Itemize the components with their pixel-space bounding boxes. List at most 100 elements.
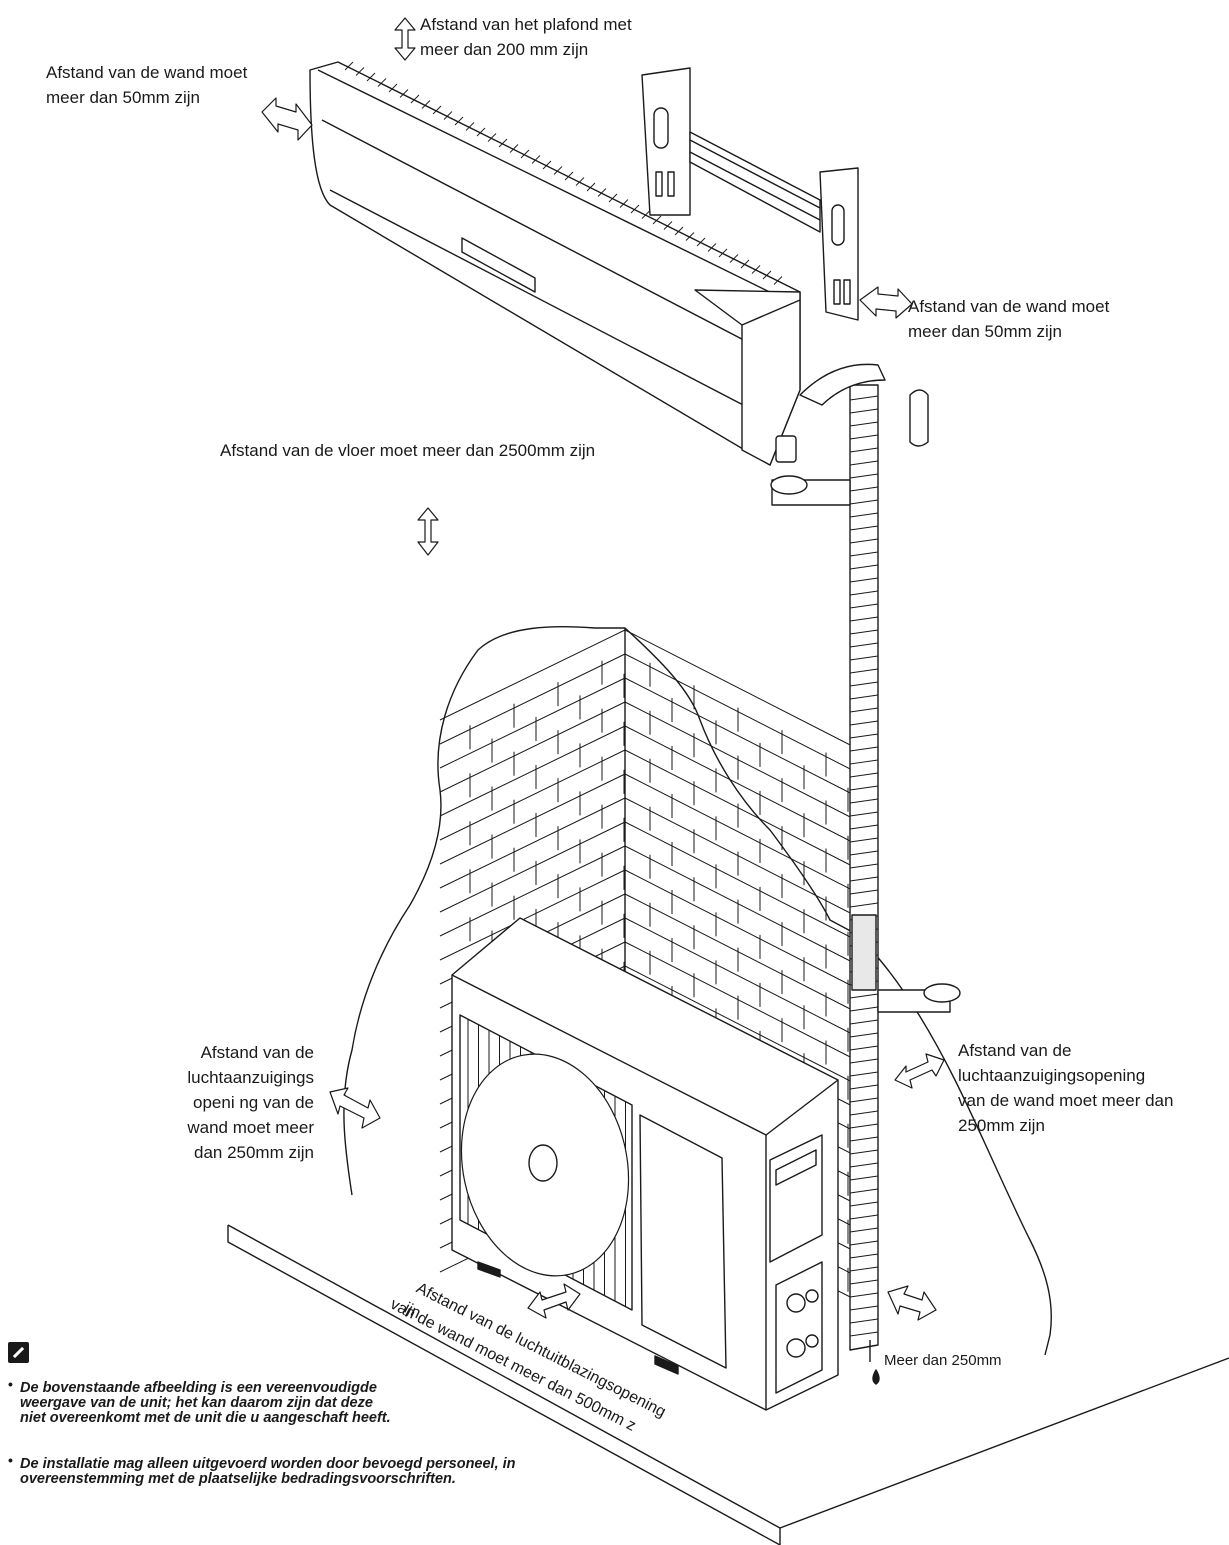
vent-slat [421,100,431,109]
intake-clearance-right-label: Afstand van de luchtaanzuigingsopening v… [958,1041,1174,1135]
vent-slat [729,254,739,263]
brick-course [439,653,626,745]
pipe-wrap-ring [849,1175,879,1181]
vent-slat [740,259,750,269]
pipe-wrap-ring [849,1045,879,1051]
pipe-wrap-ring [849,1071,879,1077]
vent-slat [608,193,618,203]
pipe-wrap-ring [849,1188,879,1194]
pipe-wrap-ring [849,811,879,817]
vent-slat [751,265,761,274]
pipe-wrap-ring [849,863,879,869]
brick-course [624,629,861,751]
floor-slab [227,1224,1229,1545]
brick-course [439,677,626,769]
vent-slat [696,237,706,247]
vent-slat [575,177,585,186]
vent-slat [355,67,365,76]
brick-course [624,749,861,871]
pipe-wrap-ring [849,1058,879,1064]
pipe-wrap-ring [849,1240,879,1246]
pipe-wrap-ring [849,1123,879,1129]
brick-course [624,869,861,991]
pipe-wrap-ring [849,655,879,661]
vent-slat [476,127,486,137]
pipe-wrap-ring [849,1279,879,1285]
pipe-wrap-ring [849,1136,879,1142]
pipe-wrap-ring [849,486,879,492]
vent-slat [553,166,563,175]
brick-course [624,725,861,847]
vent-slat [465,122,475,131]
vent-slat [432,105,442,115]
brick-course [624,821,861,943]
pipe-wrap-ring [849,1110,879,1116]
pipe-wrap-ring [849,1162,879,1168]
vent-slat [498,138,508,148]
vent-slat [707,243,717,252]
pipe-wrap-ring [849,421,879,427]
vent-slat [377,78,387,87]
pipe-wrap-ring [849,1266,879,1272]
pipe-wrap-ring [849,616,879,622]
vent-slat [410,94,420,104]
vent-slat [718,248,728,258]
pipe-wrap-ring [849,1149,879,1155]
vent-slat [344,61,354,71]
pipe-wrap-ring [849,850,879,856]
pipe-wrap-ring [849,1305,879,1311]
wall-clearance-right-label: Afstand van de wand moet meer dan 50mm z… [908,297,1110,341]
pipe-wrap-ring [849,746,879,752]
brick-course [439,845,626,937]
brick-course [624,917,861,1039]
intake-clearance-left-label: Afstand van de luchtaanzuigings openi ng… [187,1043,314,1162]
vent-slat [762,270,772,280]
vent-slat [531,155,541,164]
brick-course [624,845,861,967]
pipe-wrap-ring [849,902,879,908]
vent-slat [564,171,574,181]
pipe-wrap-ring [849,642,879,648]
vent-slat [663,221,673,230]
pipe-wrap-ring [849,759,879,765]
pipe-wrap-ring [849,590,879,596]
pipe-wrap-ring [849,447,879,453]
brick-course [624,677,861,799]
pencil-note-icon [8,1342,29,1363]
pipe-wrap-ring [849,629,879,635]
pipe-wrap-ring [849,551,879,557]
vent-slat [641,210,651,219]
brick-course [624,965,861,1087]
brick-course [624,797,861,919]
floor-clearance-label: Afstand van de vloer moet meer dan 2500m… [220,441,596,460]
pipe-wrap-ring [849,707,879,713]
vent-slat [630,204,640,214]
pipe-wrap-ring [849,1006,879,1012]
note-authorized-installer: De installatie mag alleen uitgevoerd wor… [20,1456,516,1487]
pipe-wrap-ring [849,434,879,440]
pipe-wrap-ring [849,395,879,401]
drain-clearance-label: Meer dan 250mm [884,1352,1002,1369]
outdoor-unit [451,917,839,1411]
pipe-wrap-ring [849,525,879,531]
vent-slat [443,111,453,120]
brick-course [439,629,626,721]
pipe-wrap-ring [849,512,879,518]
pipe-wrap-ring [849,798,879,804]
brick-course [624,653,861,775]
vent-slat [674,226,684,236]
pipe-wrap-ring [849,499,879,505]
pipe-wrap-ring [849,538,879,544]
brick-course [439,797,626,889]
vent-slat [388,83,398,93]
wall-clearance-left-label: Afstand van de wand moet meer dan 50mm z… [46,63,248,107]
ceiling-clearance-label: Afstand van het plafond met meer dan 200… [420,15,632,59]
pipe-wrap-ring [849,993,879,999]
note-simplified-image: De bovenstaande afbeelding is een vereen… [20,1380,391,1426]
pipe-wrap-ring [849,1227,879,1233]
pipe-wrap-ring [849,1097,879,1103]
vent-slat [509,144,519,153]
brick-course [439,725,626,817]
double-arrow-icon [261,17,945,1321]
